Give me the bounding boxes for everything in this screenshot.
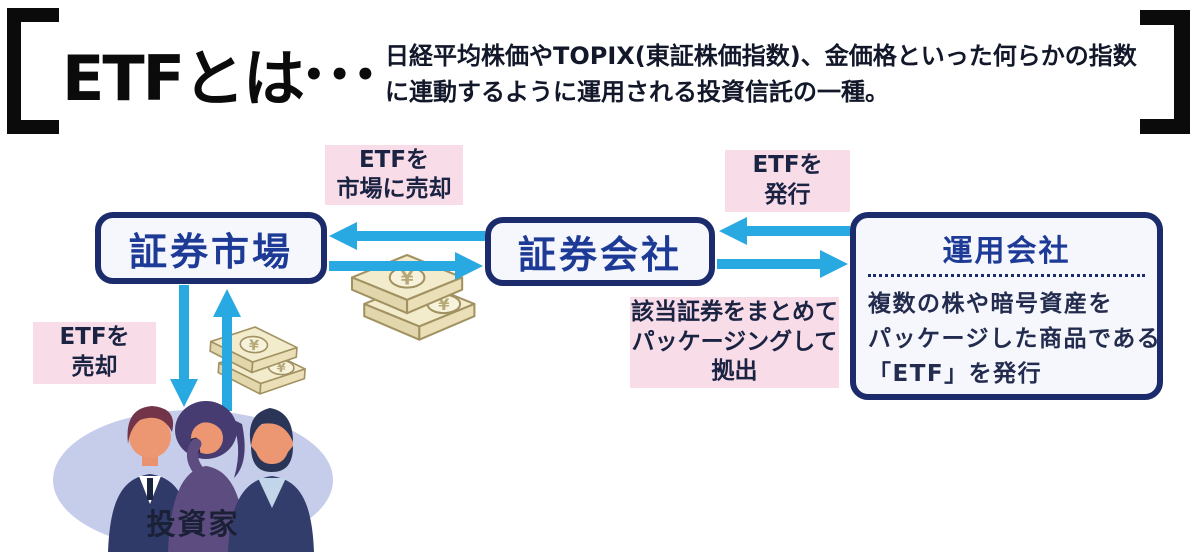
bracket-right — [1140, 10, 1190, 134]
arrow-manager-to-broker — [719, 217, 850, 245]
flow-label-line: 拠出 — [711, 358, 758, 385]
arrow-market-to-investors — [170, 285, 198, 407]
flow-label-sell-to-market: ETFを 市場に売却 — [325, 145, 463, 205]
arrow-broker-to-market — [329, 222, 485, 250]
node-management-company: 運用会社 複数の株や暗号資産を パッケージした商品である 「ETF」を発行 — [850, 212, 1163, 400]
manager-description-line: 「ETF」を発行 — [868, 360, 1043, 387]
node-label: 証券市場 — [128, 229, 293, 274]
flow-label-line: ETFを — [358, 147, 430, 174]
manager-description: 複数の株や暗号資産を パッケージした商品である 「ETF」を発行 — [856, 285, 1162, 392]
manager-description-line: 複数の株や暗号資産を — [868, 291, 1113, 317]
flow-label-line: ETFを — [752, 152, 823, 179]
dotted-divider — [868, 274, 1145, 277]
node-label: 運用会社 — [942, 234, 1071, 269]
etf-definition-text: 日経平均株価やTOPIX(東証株価指数)、金価格といった何らかの指数に連動するよ… — [385, 42, 1137, 106]
arrow-investors-to-market — [213, 289, 241, 411]
manager-description-line: パッケージした商品である — [868, 325, 1162, 352]
investors-illustration — [108, 401, 314, 552]
flow-label-line: 市場に売却 — [336, 176, 452, 202]
arrow-market-to-broker — [329, 252, 483, 280]
flow-label-line: 該当証券をまとめて — [631, 298, 838, 325]
investors-label: 投資家 — [146, 507, 240, 541]
flow-label-line: 売却 — [71, 354, 118, 380]
node-securities-company: 証券会社 — [485, 217, 715, 286]
title-dots: ••• — [303, 55, 381, 95]
page-title: ETFとは••• — [62, 28, 380, 118]
arrow-broker-to-manager — [717, 250, 848, 278]
flow-label-line: ETFを — [59, 324, 130, 351]
flow-label-line: パッケージングして — [631, 328, 838, 355]
flow-label-package-contribute: 該当証券をまとめて パッケージングして 拠出 — [630, 297, 839, 388]
node-securities-market: 証券市場 — [95, 212, 327, 284]
node-label: 証券会社 — [517, 233, 682, 277]
flow-label-issue-etf: ETFを 発行 — [725, 150, 850, 212]
bracket-left — [7, 8, 59, 134]
flow-label-sell-etf: ETFを 売却 — [33, 322, 156, 384]
title-text: ETFとは — [62, 42, 305, 115]
flow-label-line: 発行 — [764, 182, 811, 208]
